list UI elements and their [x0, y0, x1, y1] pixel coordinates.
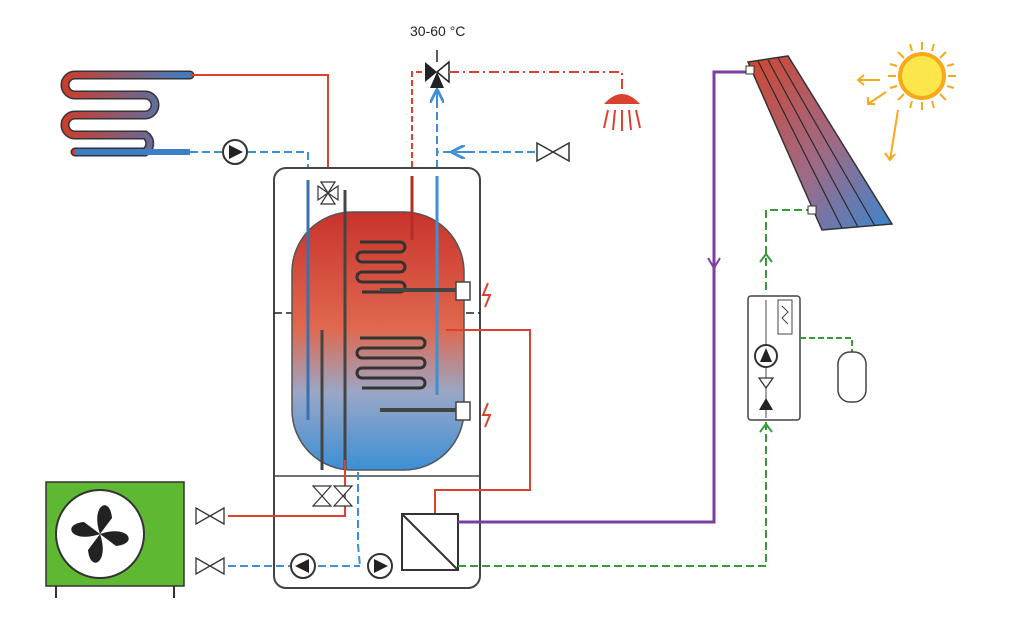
shower-supply-line: [449, 71, 623, 90]
mixing-valve-icon: [425, 50, 450, 88]
pump-icon: [367, 553, 393, 579]
solar-coil-line: [434, 329, 531, 515]
pump-icon: [754, 344, 778, 368]
pump-icon: [222, 139, 248, 165]
hot-water-tank: [291, 211, 465, 471]
dhw-temperature-label: 30-60 °C: [410, 23, 465, 39]
plate-heat-exchanger-icon: [401, 513, 459, 571]
upper-coil: [355, 240, 407, 294]
heat-pump-fan-icon: [55, 489, 145, 579]
electric-heater-icon: [380, 401, 492, 428]
shower-icon: [603, 94, 641, 131]
pump-icon: [290, 553, 316, 579]
valve-icon: [311, 485, 354, 507]
heat-pump-return-line: [228, 460, 346, 517]
lower-coil: [355, 336, 427, 390]
valve-icon: [195, 506, 225, 526]
solar-collector-panel: [745, 55, 894, 231]
underfloor-heating-coil: [60, 70, 195, 157]
expansion-vessel-icon: [837, 351, 867, 403]
cold-inlet-valve-icon: [536, 141, 570, 163]
heat-pump-unit: [45, 481, 185, 598]
electric-heater-icon: [380, 281, 492, 308]
hot-water-outlet-line: [411, 71, 425, 230]
solar-flow-line: [458, 209, 808, 567]
mixing-valve-icon: [317, 181, 339, 205]
heating-supply-line: [190, 74, 329, 180]
solar-pump-station: [747, 295, 801, 421]
sun-icon: [856, 42, 956, 162]
valve-icon: [195, 556, 225, 576]
solar-return-line: [458, 70, 750, 524]
